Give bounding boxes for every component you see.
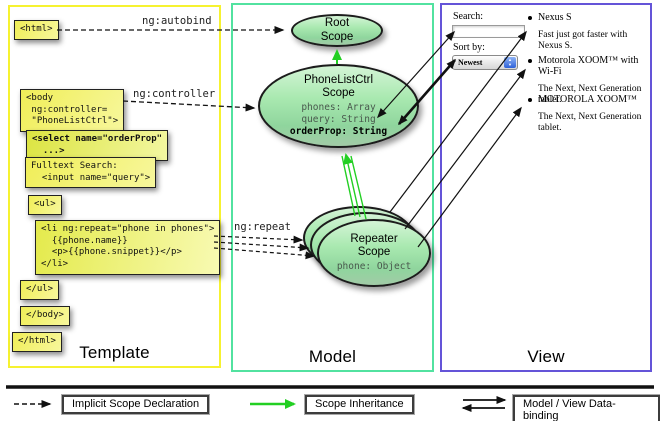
search-input[interactable] bbox=[452, 25, 525, 38]
repeat-label: ng:repeat bbox=[234, 221, 291, 233]
sort-dropdown-value: Newest bbox=[458, 58, 483, 67]
search-label: Search: bbox=[453, 11, 483, 22]
root-scope-ellipse: Root Scope bbox=[291, 14, 383, 47]
legend-scope-inheritance: Scope Inheritance bbox=[304, 394, 415, 415]
phone-name: Motorola XOOM™ with Wi-Fi bbox=[538, 55, 639, 77]
phonelistctrl-scope-orderprop: orderProp: String bbox=[289, 126, 388, 138]
bullet-icon bbox=[528, 16, 532, 20]
phone-name-row: Nexus S bbox=[528, 12, 652, 23]
phone-snippet: Fast just got faster with Nexus S. bbox=[538, 30, 628, 52]
view-column-label: View bbox=[527, 347, 565, 366]
repeater-scope-title: Repeater Scope bbox=[350, 232, 398, 259]
bullet-icon bbox=[528, 59, 532, 63]
code-select-orderprop: <select name="orderProp" ...> bbox=[26, 130, 169, 162]
legend-implicit-scope-declaration: Implicit Scope Declaration bbox=[60, 394, 211, 415]
legend-model-view-data-binding: Model / View Data-binding bbox=[512, 394, 660, 421]
autobind-label: ng:autobind bbox=[142, 15, 212, 27]
phonelistctrl-scope-ellipse: PhoneListCtrl Scope phones: Array query:… bbox=[258, 64, 419, 148]
bullet-icon bbox=[528, 98, 532, 102]
sort-by-label: Sort by: bbox=[453, 42, 485, 53]
model-column-label: Model bbox=[308, 347, 357, 366]
stepper-arrows-icon[interactable]: ▲▼ bbox=[504, 57, 516, 68]
phone-list-item: Nexus S Fast just got faster with Nexus … bbox=[528, 12, 652, 53]
repeater-scope-prop: phone: Object bbox=[336, 261, 412, 273]
phone-name-row: MOTOROLA XOOM™ bbox=[528, 94, 652, 105]
model-column: Model bbox=[231, 3, 434, 372]
root-scope-title: Root Scope bbox=[320, 17, 354, 43]
phone-name: MOTOROLA XOOM™ bbox=[538, 94, 637, 105]
code-html-open: <html> bbox=[14, 20, 59, 40]
phonelistctrl-scope-props: phones: Array query: String bbox=[301, 102, 376, 126]
template-column-label: Template bbox=[79, 343, 150, 362]
code-html-close: </html> bbox=[12, 332, 62, 352]
phone-snippet: The Next, Next Generation tablet. bbox=[538, 112, 642, 134]
code-li-repeat: <li ng:repeat="phone in phones"> {{phone… bbox=[35, 220, 221, 275]
code-fulltext-input: Fulltext Search: <input name="query"> bbox=[25, 157, 157, 189]
code-body-open: <body ng:controller= "PhoneListCtrl"> bbox=[20, 89, 125, 133]
phone-name-row: Motorola XOOM™ with Wi-Fi bbox=[528, 55, 652, 77]
phone-list-item: MOTOROLA XOOM™ The Next, Next Generation… bbox=[528, 94, 652, 135]
code-body-close: </body> bbox=[20, 306, 70, 326]
phone-list-item: Motorola XOOM™ with Wi-Fi The Next, Next… bbox=[528, 55, 652, 107]
phone-name: Nexus S bbox=[538, 12, 572, 23]
repeater-scope-ellipse-front: Repeater Scope phone: Object bbox=[317, 219, 431, 287]
code-ul-close: </ul> bbox=[20, 280, 60, 300]
sort-dropdown[interactable]: Newest ▲▼ bbox=[452, 55, 518, 70]
controller-label: ng:controller bbox=[133, 88, 216, 100]
phone-snippet: The Next, Next Generation tablet. bbox=[538, 84, 642, 106]
phonelistctrl-scope-title: PhoneListCtrl Scope bbox=[303, 73, 374, 100]
code-ul-open: <ul> bbox=[28, 195, 62, 215]
